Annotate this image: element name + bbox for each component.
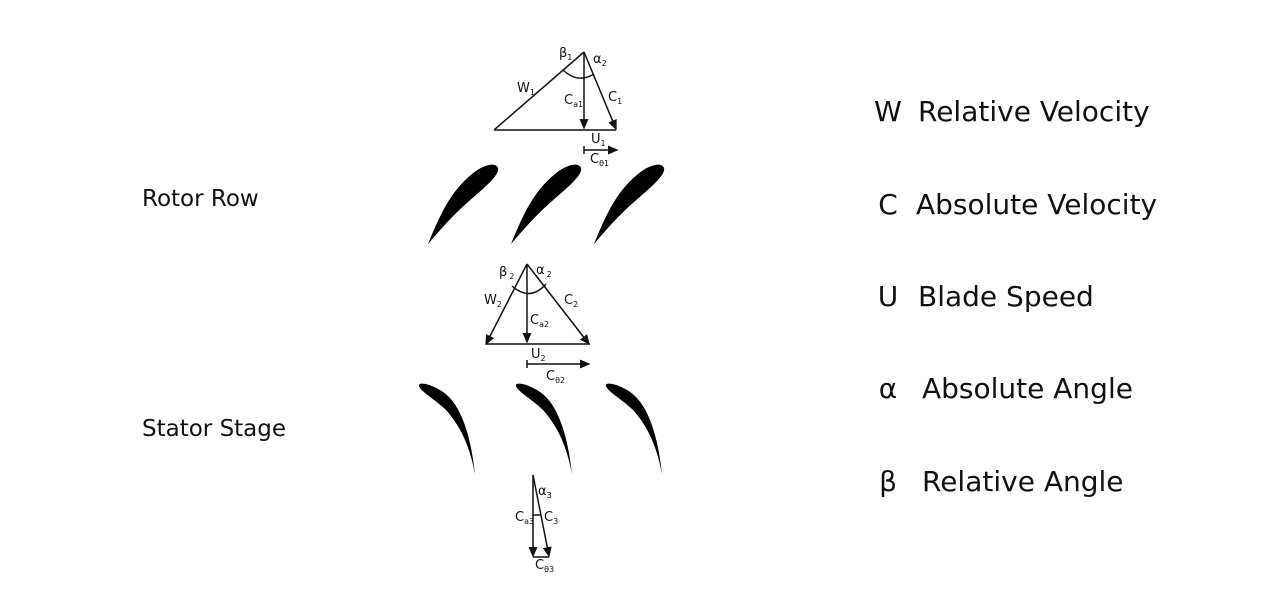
exit-triangle-labels: α3 Ca3 C3 Cθ3 xyxy=(515,484,558,574)
stator-stage-label: Stator Stage xyxy=(142,416,287,442)
legend-text: Blade Speed xyxy=(918,280,1094,313)
legend-text: Absolute Angle xyxy=(922,372,1133,405)
inlet-c1-label: C1 xyxy=(608,90,622,106)
middle-u2-label: U2 xyxy=(531,347,546,363)
middle-c2-vector xyxy=(526,263,590,346)
inlet-u1-label: U1 xyxy=(591,132,606,148)
inlet-w1-label: W1 xyxy=(517,81,535,97)
legend-symbol: W xyxy=(874,95,902,128)
exit-velocity-triangle xyxy=(528,474,552,558)
inlet-velocity-triangle xyxy=(493,51,619,155)
legend-item-c: C Absolute Velocity xyxy=(862,188,1157,221)
rotor-blade-2 xyxy=(511,164,582,244)
exit-c3-label: C3 xyxy=(544,510,558,526)
middle-ca2-label: Ca2 xyxy=(530,313,549,329)
inlet-beta1-label: β1 xyxy=(559,46,572,62)
inlet-triangle-labels: β1 α2 W1 Ca1 C1 U1 Cθ1 xyxy=(517,46,622,168)
middle-w2-vector xyxy=(485,263,528,346)
stator-blade-1 xyxy=(418,383,475,474)
legend-symbol: α xyxy=(878,372,898,405)
inlet-ca1-label: Ca1 xyxy=(564,93,583,109)
rotor-blade-1 xyxy=(428,164,499,244)
middle-c2-label: C2 xyxy=(564,293,578,309)
inlet-alpha2-label: α2 xyxy=(593,52,607,68)
stator-blade-row xyxy=(418,383,662,474)
inlet-beta1-arc xyxy=(562,69,595,79)
exit-ca3-label: Ca3 xyxy=(515,510,534,526)
legend-item-u: U Blade Speed xyxy=(862,280,1094,313)
rotor-blade-3 xyxy=(594,164,665,244)
exit-alpha3-label: α3 xyxy=(538,484,552,500)
rotor-row-label: Rotor Row xyxy=(142,186,259,212)
legend-symbol: β xyxy=(879,465,897,498)
middle-velocity-triangle xyxy=(485,263,591,369)
inlet-w1-vector xyxy=(493,51,585,131)
legend-symbol: U xyxy=(877,280,899,313)
middle-w2-label: W2 xyxy=(484,293,502,309)
legend-text: Relative Angle xyxy=(922,465,1124,498)
legend-text: Relative Velocity xyxy=(918,95,1150,128)
legend-item-beta: β Relative Angle xyxy=(862,465,1124,498)
legend-symbol: C xyxy=(878,188,898,221)
stator-blade-3 xyxy=(605,383,662,474)
legend-item-alpha: α Absolute Angle xyxy=(862,372,1133,405)
stator-blade-2 xyxy=(515,383,572,474)
inlet-c1-vector xyxy=(583,51,617,131)
middle-beta2-arc xyxy=(511,283,547,295)
inlet-ctheta1-label: Cθ1 xyxy=(590,152,609,168)
symbol-legend: W Relative Velocity C Absolute Velocity … xyxy=(862,0,1242,595)
legend-item-w: W Relative Velocity xyxy=(862,95,1150,128)
rotor-blade-row xyxy=(428,164,665,244)
exit-ctheta3-label: Cθ3 xyxy=(535,558,554,574)
middle-ctheta2-label: Cθ2 xyxy=(546,369,565,385)
legend-text: Absolute Velocity xyxy=(916,188,1158,221)
